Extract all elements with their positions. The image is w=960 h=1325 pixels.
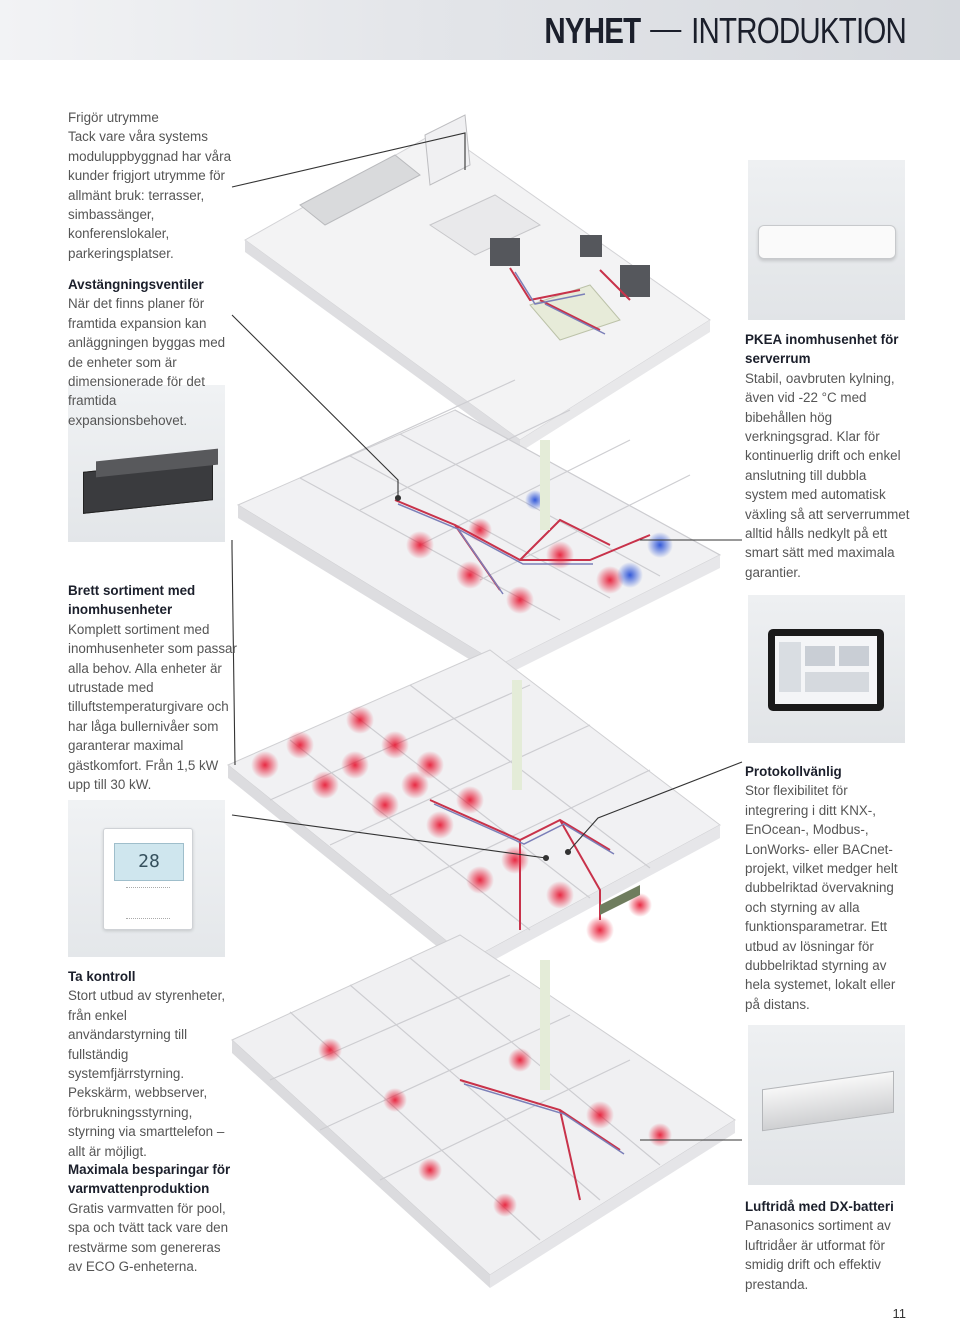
floor-upper [236, 379, 722, 678]
air-curtain-photo [748, 1025, 905, 1185]
floor-middle [227, 649, 721, 973]
header-light: INTRODUKTION [691, 10, 907, 51]
controller-photo: 28 [68, 800, 225, 957]
brett-body: Komplett sortiment med inomhusenheter so… [68, 621, 237, 793]
protokoll-title: Protokollvänlig [745, 764, 842, 779]
frigor-body: Tack vare våra systems moduluppbyggnad h… [68, 129, 232, 261]
floor-lower [231, 934, 736, 1288]
brett-title: Brett sortiment med inomhusenheter [68, 583, 196, 618]
block-luftrida: Luftridå med DX-batteri Panasonics sorti… [745, 1197, 910, 1294]
page-header: NYHET INTRODUKTION [544, 8, 906, 54]
header-bold: NYHET [544, 10, 641, 51]
besparing-title: Maximala besparingar för varmvattenprodu… [68, 1162, 231, 1197]
kontroll-body: Stort utbud av styrenheter, från enkel a… [68, 988, 226, 1159]
besparing-body: Gratis varmvatten för pool, spa och tvät… [68, 1200, 229, 1275]
block-brett: Brett sortiment med inomhusenheter Kompl… [68, 581, 238, 794]
callout-lines [231, 132, 743, 1141]
protokoll-body: Stor flexibilitet för integrering i ditt… [745, 783, 898, 1012]
luftrida-title: Luftridå med DX-batteri [745, 1199, 894, 1214]
block-pkea: PKEA inomhusenhet för serverrum Stabil, … [745, 330, 910, 582]
block-besparing: Maximala besparingar för varmvattenprodu… [68, 1160, 238, 1276]
kontroll-title: Ta kontroll [68, 969, 136, 984]
luftrida-body: Panasonics sortiment av luftridåer är ut… [745, 1218, 891, 1292]
avstangning-body: När det finns planer för framtida expans… [68, 296, 226, 428]
header-dash [650, 30, 682, 32]
block-frigor: Frigör utrymme Tack vare våra systems mo… [68, 108, 238, 263]
tablet-screen [775, 636, 877, 704]
avstangning-title: Avstängningsventiler [68, 277, 204, 292]
page-number: 11 [892, 1306, 907, 1321]
pkea-body: Stabil, oavbruten kylning, även vid -22 … [745, 370, 910, 580]
controller-screen: 28 [114, 843, 184, 881]
roof-level [244, 114, 711, 452]
remote-controller: 28 [103, 828, 193, 930]
tablet-photo [748, 595, 905, 743]
pkea-title: PKEA inomhusenhet för serverrum [745, 332, 899, 367]
frigor-title: Frigör utrymme [68, 110, 159, 125]
air-curtain [762, 1070, 894, 1132]
wall-unit [758, 225, 896, 259]
wall-unit-photo [748, 160, 905, 320]
block-kontroll: Ta kontroll Stort utbud av styrenheter, … [68, 967, 233, 1161]
ducted-unit-photo [68, 385, 225, 542]
block-protokoll: Protokollvänlig Stor flexibilitet för in… [745, 762, 913, 1014]
block-avstangning: Avstängningsventiler När det finns plane… [68, 275, 238, 430]
controller-display: 28 [138, 851, 160, 872]
header-band [0, 0, 960, 60]
tablet [768, 629, 884, 711]
